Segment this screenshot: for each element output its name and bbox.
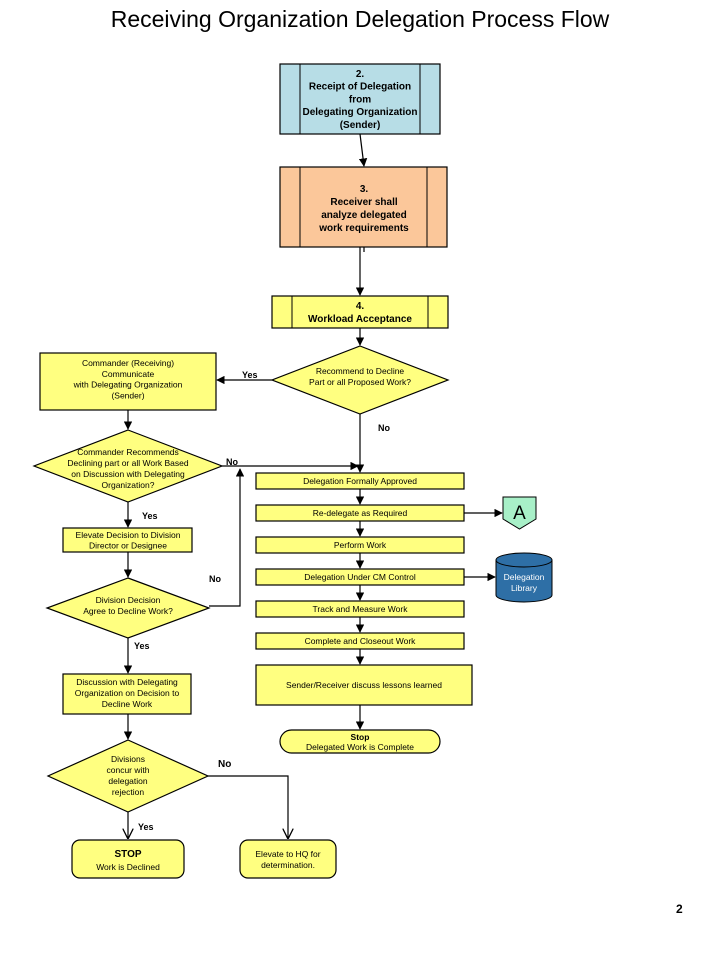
step-3-text-line-3: analyze delegated — [321, 210, 407, 221]
step-2-text-line-4: Delegating Organization — [302, 107, 417, 118]
cm-control-label: Delegation Under CM Control — [304, 572, 416, 582]
commander-communicate-text-line-4: (Sender) — [111, 390, 144, 400]
decision-commander-text-line-1: Commander Recommends — [77, 447, 179, 457]
edge-label-yes-elevate: Yes — [142, 511, 158, 521]
decision-concur-text-line-1: Divisions — [111, 754, 145, 764]
elevate-hq-text-line-2: determination. — [261, 860, 315, 870]
discussion-text-line-2: Organization on Decision to — [75, 688, 180, 698]
step-3-text: 3. Receiver shall analyze delegated work re… — [318, 184, 409, 234]
edge-label-no-commander: No — [226, 457, 238, 467]
connectors — [128, 133, 503, 838]
perform-work-label: Perform Work — [334, 540, 387, 550]
commander-communicate-text-line-1: Commander (Receiving) — [82, 358, 174, 368]
track-measure-box: Track and Measure Work — [255, 600, 465, 618]
edge-label-yes-commander: Yes — [242, 370, 258, 380]
step-4-box: 4. Workload Acceptance — [271, 295, 449, 329]
elevate-hq-text-line-1: Elevate to HQ for — [255, 849, 320, 859]
connector-a: A — [502, 496, 537, 530]
decision-commander-text-line-2: Declining part or all Work Based — [67, 458, 189, 468]
stop-complete-line-2: Delegated Work is Complete — [306, 742, 414, 752]
step-3-text-line-1: 3. — [360, 184, 369, 195]
page-title: Receiving Organization Delegation Proces… — [110, 6, 610, 32]
decision-division-text-line-2: Agree to Decline Work? — [83, 606, 173, 616]
edge-label-yes-concur: Yes — [138, 822, 154, 832]
step-4-text: 4. Workload Acceptance — [308, 301, 412, 325]
step-3-text-line-2: Receiver shall — [330, 197, 397, 208]
formally-approved-label: Delegation Formally Approved — [303, 476, 417, 486]
lessons-learned-label: Sender/Receiver discuss lessons learned — [286, 680, 442, 690]
decision-concur-text-line-4: rejection — [112, 787, 144, 797]
redelegate-box: Re-delegate as Required — [255, 504, 465, 522]
step-2-text-line-5: (Sender) — [340, 120, 381, 131]
step-3-box: 3. Receiver shall analyze delegated work re… — [279, 166, 448, 248]
elevate-division-text-line-2: Director or Designee — [89, 541, 167, 551]
delegation-library-line-2: Library — [511, 583, 538, 593]
delegation-library-line-1: Delegation — [504, 572, 545, 582]
stop-declined-line-1: STOP — [114, 849, 141, 860]
perform-work-box: Perform Work — [255, 536, 465, 554]
elevate-division-text-line-1: Elevate Decision to Division — [76, 530, 181, 540]
edge-label-no-recommend: No — [378, 423, 390, 433]
step-4-text-line-2: Workload Acceptance — [308, 314, 412, 325]
commander-communicate-text-line-2: Communicate — [102, 369, 155, 379]
cm-control-box: Delegation Under CM Control — [255, 568, 465, 586]
step-2-text-line-1: 2. — [356, 69, 365, 80]
step-2-text-line-3: from — [349, 94, 371, 105]
lessons-learned-box: Sender/Receiver discuss lessons learned — [255, 664, 473, 706]
commander-communicate-text-line-3: with Delegating Organization — [73, 380, 183, 390]
page-number: 2 — [676, 902, 683, 916]
decision-recommend-text-line-2: Part or all Proposed Work? — [309, 377, 411, 387]
stop-complete-terminator: Stop Delegated Work is Complete — [279, 729, 441, 754]
stop-work-declined: STOP Work is Declined — [71, 839, 185, 879]
decision-concur-text-line-3: delegation — [108, 776, 148, 786]
step-3-text-line-4: work requirements — [318, 223, 409, 234]
decision-commander-text-line-4: Organization? — [102, 480, 155, 490]
edge-label-no-division: No — [209, 574, 221, 584]
track-measure-label: Track and Measure Work — [313, 604, 409, 614]
edge-label-yes-division: Yes — [134, 641, 150, 651]
delegation-library-database: Delegation Library — [495, 552, 553, 603]
decision-concur-text-line-2: concur with — [107, 765, 150, 775]
stop-complete-line-1: Stop — [351, 732, 370, 742]
decision-commander-text-line-3: on Discussion with Delegating — [71, 469, 185, 479]
formally-approved-box: Delegation Formally Approved — [255, 472, 465, 490]
discussion-text-line-3: Decline Work — [102, 699, 153, 709]
closeout-box: Complete and Closeout Work — [255, 632, 465, 650]
step-4-text-line-1: 4. — [356, 301, 365, 312]
step-2-text-line-2: Receipt of Delegation — [309, 82, 411, 93]
discussion-text-line-1: Discussion with Delegating — [76, 677, 178, 687]
connector-a-label: A — [513, 503, 526, 524]
closeout-label: Complete and Closeout Work — [305, 636, 417, 646]
redelegate-label: Re-delegate as Required — [313, 508, 408, 518]
stop-declined-line-2: Work is Declined — [96, 862, 160, 872]
decision-division-text-line-1: Division Decision — [96, 595, 161, 605]
edge-label-no-concur: No — [218, 759, 231, 770]
decision-recommend-text-line-1: Recommend to Decline — [316, 366, 405, 376]
